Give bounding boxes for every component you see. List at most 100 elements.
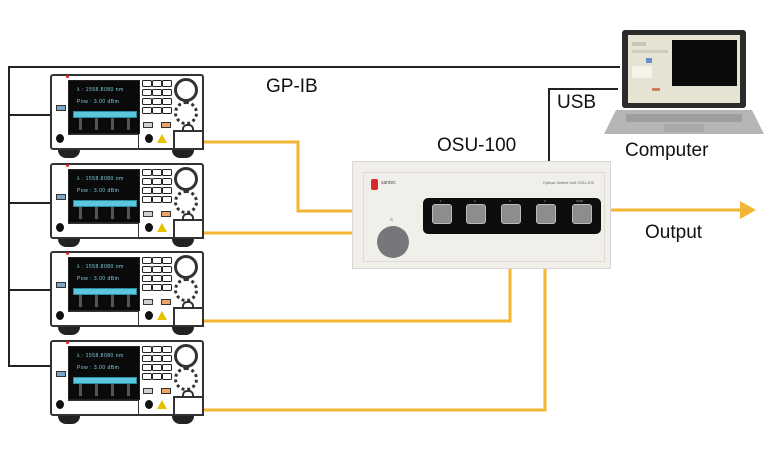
rotary-knob[interactable] (174, 344, 198, 368)
keypad-key[interactable] (162, 346, 172, 353)
softkey[interactable] (95, 207, 98, 219)
keypad-key[interactable] (152, 169, 162, 176)
power-button-icon[interactable] (56, 311, 64, 320)
keypad-key[interactable] (142, 364, 152, 371)
power-button-icon[interactable] (56, 134, 64, 143)
keypad-key[interactable] (142, 196, 152, 203)
interlock-icon (145, 134, 153, 143)
keypad-key[interactable] (142, 80, 152, 87)
osu-port-4[interactable] (536, 204, 556, 224)
direction-pad[interactable] (174, 190, 198, 214)
softkey[interactable] (79, 207, 82, 219)
softkey[interactable] (127, 207, 130, 219)
keypad-key[interactable] (142, 169, 152, 176)
output-button[interactable] (161, 122, 171, 128)
softkey[interactable] (79, 118, 82, 130)
osu-dial-knob[interactable] (377, 226, 409, 258)
softkey[interactable] (111, 118, 114, 130)
keypad-key[interactable] (152, 284, 162, 291)
keypad-key[interactable] (162, 284, 172, 291)
output-button[interactable] (161, 388, 171, 394)
keypad-key[interactable] (152, 364, 162, 371)
osu-port-com[interactable] (572, 204, 592, 224)
optical-output-port[interactable] (173, 396, 204, 416)
softkey[interactable] (79, 295, 82, 307)
keypad-key[interactable] (152, 178, 162, 185)
softkey[interactable] (95, 118, 98, 130)
rotary-knob[interactable] (174, 167, 198, 191)
softkey[interactable] (111, 207, 114, 219)
keypad-key[interactable] (162, 373, 172, 380)
output-button[interactable] (161, 299, 171, 305)
direction-pad[interactable] (174, 101, 198, 125)
keypad-key[interactable] (152, 257, 162, 264)
keypad-key[interactable] (142, 107, 152, 114)
rotary-knob[interactable] (174, 255, 198, 279)
keypad-key[interactable] (162, 187, 172, 194)
keypad-key[interactable] (162, 364, 172, 371)
keypad-key[interactable] (142, 89, 152, 96)
keypad-key[interactable] (162, 89, 172, 96)
softkey[interactable] (127, 295, 130, 307)
power-button-icon[interactable] (56, 223, 64, 232)
keypad-key[interactable] (162, 266, 172, 273)
keypad-key[interactable] (152, 346, 162, 353)
optical-output-port[interactable] (173, 307, 204, 327)
keypad-key[interactable] (152, 187, 162, 194)
keypad-key[interactable] (162, 178, 172, 185)
local-button[interactable] (143, 211, 153, 217)
laptop-app-plot (672, 40, 737, 86)
keypad-key[interactable] (142, 275, 152, 282)
softkey[interactable] (111, 295, 114, 307)
keypad-key[interactable] (152, 266, 162, 273)
softkey[interactable] (79, 384, 82, 396)
osu-port-1[interactable] (432, 204, 452, 224)
keypad-key[interactable] (142, 187, 152, 194)
keypad-key[interactable] (142, 373, 152, 380)
keypad-key[interactable] (152, 89, 162, 96)
keypad-key[interactable] (142, 284, 152, 291)
keypad-key[interactable] (152, 275, 162, 282)
keypad-key[interactable] (152, 196, 162, 203)
local-button[interactable] (143, 122, 153, 128)
power-button-icon[interactable] (56, 400, 64, 409)
output-arrow-icon (740, 201, 756, 219)
keypad-key[interactable] (162, 98, 172, 105)
softkey[interactable] (95, 295, 98, 307)
keypad-key[interactable] (142, 178, 152, 185)
keypad-key[interactable] (162, 355, 172, 362)
local-button[interactable] (143, 388, 153, 394)
softkey[interactable] (95, 384, 98, 396)
keypad-key[interactable] (142, 98, 152, 105)
keypad-key[interactable] (152, 80, 162, 87)
osu-port-3[interactable] (501, 204, 521, 224)
keypad-key[interactable] (162, 275, 172, 282)
keypad-key[interactable] (142, 355, 152, 362)
optical-output-port[interactable] (173, 219, 204, 239)
direction-pad[interactable] (174, 278, 198, 302)
port-cover-handle (182, 301, 194, 310)
keypad-key[interactable] (162, 107, 172, 114)
local-button[interactable] (143, 299, 153, 305)
keypad-key[interactable] (142, 346, 152, 353)
output-button[interactable] (161, 211, 171, 217)
keypad-key[interactable] (162, 169, 172, 176)
keypad-key[interactable] (142, 257, 152, 264)
softkey[interactable] (111, 384, 114, 396)
keypad-key[interactable] (152, 355, 162, 362)
softkey[interactable] (127, 118, 130, 130)
keypad-key[interactable] (152, 107, 162, 114)
keypad-key[interactable] (152, 373, 162, 380)
rotary-knob[interactable] (174, 78, 198, 102)
keypad-key[interactable] (162, 196, 172, 203)
keypad-key[interactable] (162, 257, 172, 264)
direction-pad[interactable] (174, 367, 198, 391)
osu-port-label-3: 3 (509, 199, 511, 203)
keypad-key[interactable] (152, 98, 162, 105)
softkey[interactable] (127, 384, 130, 396)
optical-output-port[interactable] (173, 130, 204, 150)
keypad-key[interactable] (142, 266, 152, 273)
keypad-key[interactable] (162, 80, 172, 87)
osu-port-2[interactable] (466, 204, 486, 224)
